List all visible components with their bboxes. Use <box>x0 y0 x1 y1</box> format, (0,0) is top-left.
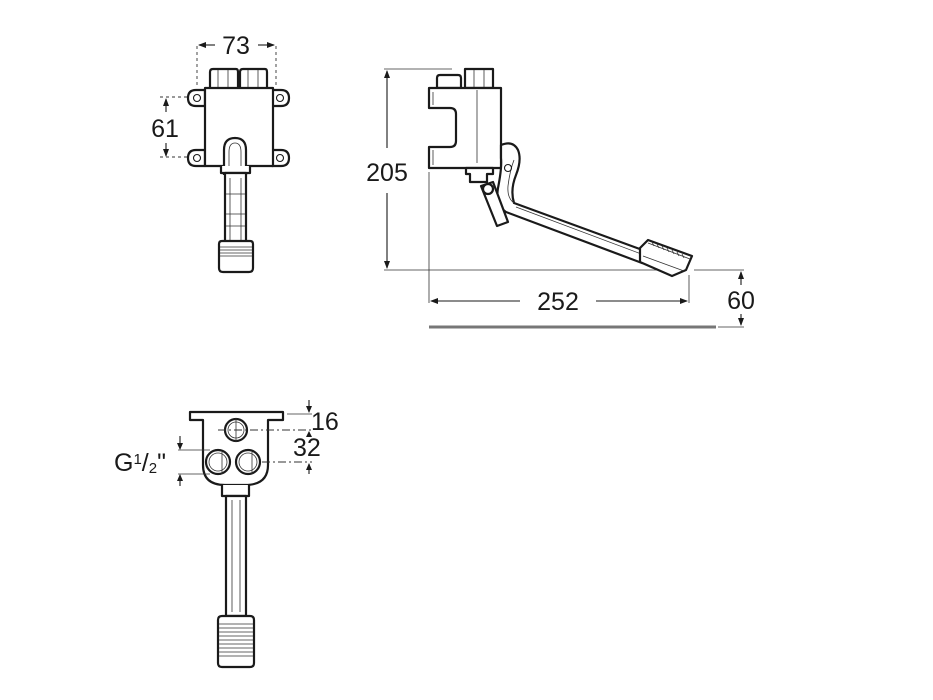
thread-label: G1/2" <box>114 449 166 477</box>
dim-61-label: 61 <box>151 115 179 143</box>
dim-205-label: 205 <box>366 159 408 187</box>
dimension-205: 205 <box>366 68 658 271</box>
dim-16-label: 16 <box>311 408 339 436</box>
dimension-73: 73 <box>196 32 277 86</box>
dimension-32: 32 <box>293 434 321 474</box>
dimension-thread: G1/2" <box>114 436 210 486</box>
top-view: 16 32 G1/2" <box>114 400 339 669</box>
dimension-61: 61 <box>151 96 190 158</box>
dimension-252: 252 <box>428 172 690 316</box>
dimension-16: 16 <box>306 400 339 437</box>
dim-32-label: 32 <box>293 434 321 462</box>
dim-60-label: 60 <box>727 287 755 315</box>
dimension-60: 60 <box>694 269 755 328</box>
dim-252-label: 252 <box>537 288 579 316</box>
dim-73-label: 73 <box>222 32 250 60</box>
front-view: 73 61 <box>151 32 291 274</box>
side-view: 205 <box>366 67 755 329</box>
